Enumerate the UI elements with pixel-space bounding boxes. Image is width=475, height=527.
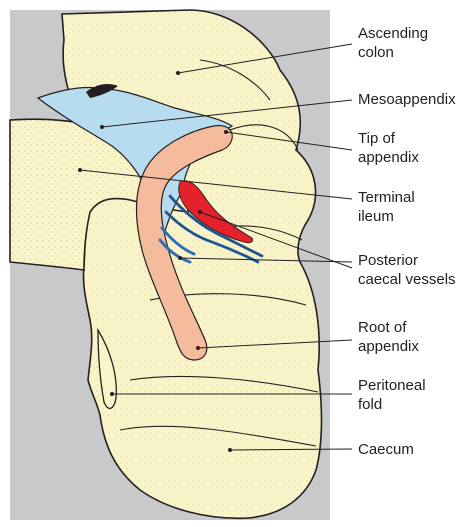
label-peritoneal-fold: Peritoneal fold [358,376,426,414]
label-root-of-appendix-line1: Root of [358,318,419,337]
label-posterior-caecal-vessels-line1: Posterior [358,251,456,270]
label-mesoappendix: Mesoappendix [358,90,456,109]
label-caecum: Caecum [358,440,414,459]
label-peritoneal-fold-line1: Peritoneal [358,376,426,395]
label-ascending-colon-line2: colon [358,43,428,62]
label-root-of-appendix-line2: appendix [358,337,419,356]
label-ascending-colon: Ascending colon [358,24,428,62]
label-tip-of-appendix-line1: Tip of [358,129,419,148]
label-posterior-caecal-vessels-line2: caecal vessels [358,270,456,289]
label-terminal-ileum: Terminal ileum [358,188,415,226]
label-terminal-ileum-line1: Terminal [358,188,415,207]
label-tip-of-appendix-line2: appendix [358,148,419,167]
label-tip-of-appendix: Tip of appendix [358,129,419,167]
label-mesoappendix-line1: Mesoappendix [358,90,456,109]
label-posterior-caecal-vessels: Posterior caecal vessels [358,251,456,289]
label-terminal-ileum-line2: ileum [358,207,415,226]
label-ascending-colon-line1: Ascending [358,24,428,43]
label-root-of-appendix: Root of appendix [358,318,419,356]
label-peritoneal-fold-line2: fold [358,395,426,414]
label-caecum-line1: Caecum [358,440,414,459]
